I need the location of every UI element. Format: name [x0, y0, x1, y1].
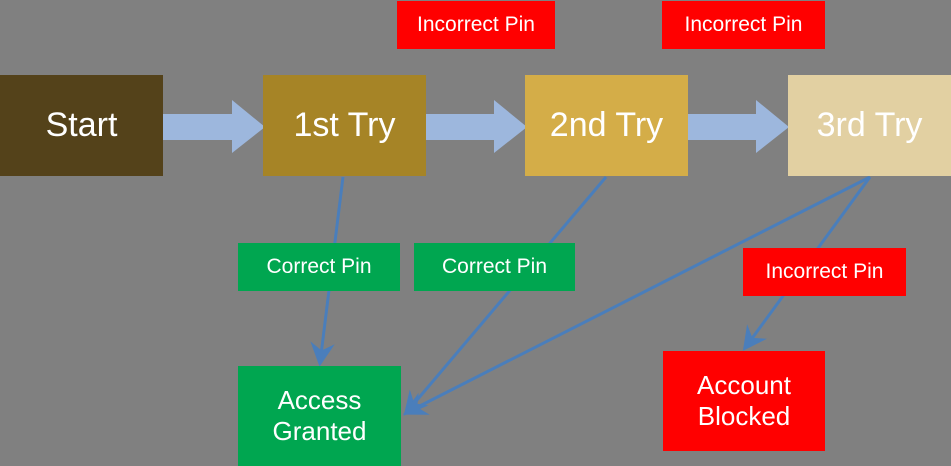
node-1st-try-label: 1st Try [293, 106, 396, 145]
block-arrow-start-to-try1 [163, 100, 265, 153]
edge-label-incorrect-pin-try3: Incorrect Pin [743, 248, 906, 296]
node-account-blocked[interactable]: Account Blocked [663, 351, 825, 451]
connector-try2-to-access-granted [403, 176, 608, 416]
edge-label-text: Incorrect Pin [765, 259, 884, 283]
node-2nd-try-label: 2nd Try [549, 106, 664, 145]
block-arrow-try2-to-try3 [687, 100, 789, 153]
node-account-blocked-label-line1: Account [697, 370, 791, 401]
node-access-granted-label-line1: Access [277, 385, 362, 416]
edge-label-correct-pin-try2: Correct Pin [414, 243, 575, 291]
node-3rd-try-label: 3rd Try [816, 106, 923, 145]
edge-label-text: Correct Pin [266, 254, 372, 278]
node-1st-try[interactable]: 1st Try [263, 75, 426, 176]
edge-label-incorrect-pin-try1-to-try2: Incorrect Pin [397, 1, 555, 49]
node-access-granted-label-line2: Granted [272, 416, 367, 446]
edge-label-incorrect-pin-try2-to-try3: Incorrect Pin [662, 1, 825, 49]
block-arrow-try1-to-try2 [426, 100, 527, 153]
node-start-label: Start [45, 106, 118, 145]
edge-label-text: Correct Pin [441, 254, 548, 278]
node-account-blocked-label-line2: Blocked [697, 401, 791, 431]
node-start[interactable]: Start [0, 75, 163, 176]
node-3rd-try[interactable]: 3rd Try [788, 75, 951, 176]
edge-label-correct-pin-try1: Correct Pin [238, 243, 400, 291]
node-2nd-try[interactable]: 2nd Try [525, 75, 688, 176]
node-access-granted[interactable]: Access Granted [238, 366, 401, 466]
edge-label-text: Incorrect Pin [417, 12, 535, 36]
edge-label-text: Incorrect Pin [684, 12, 803, 36]
